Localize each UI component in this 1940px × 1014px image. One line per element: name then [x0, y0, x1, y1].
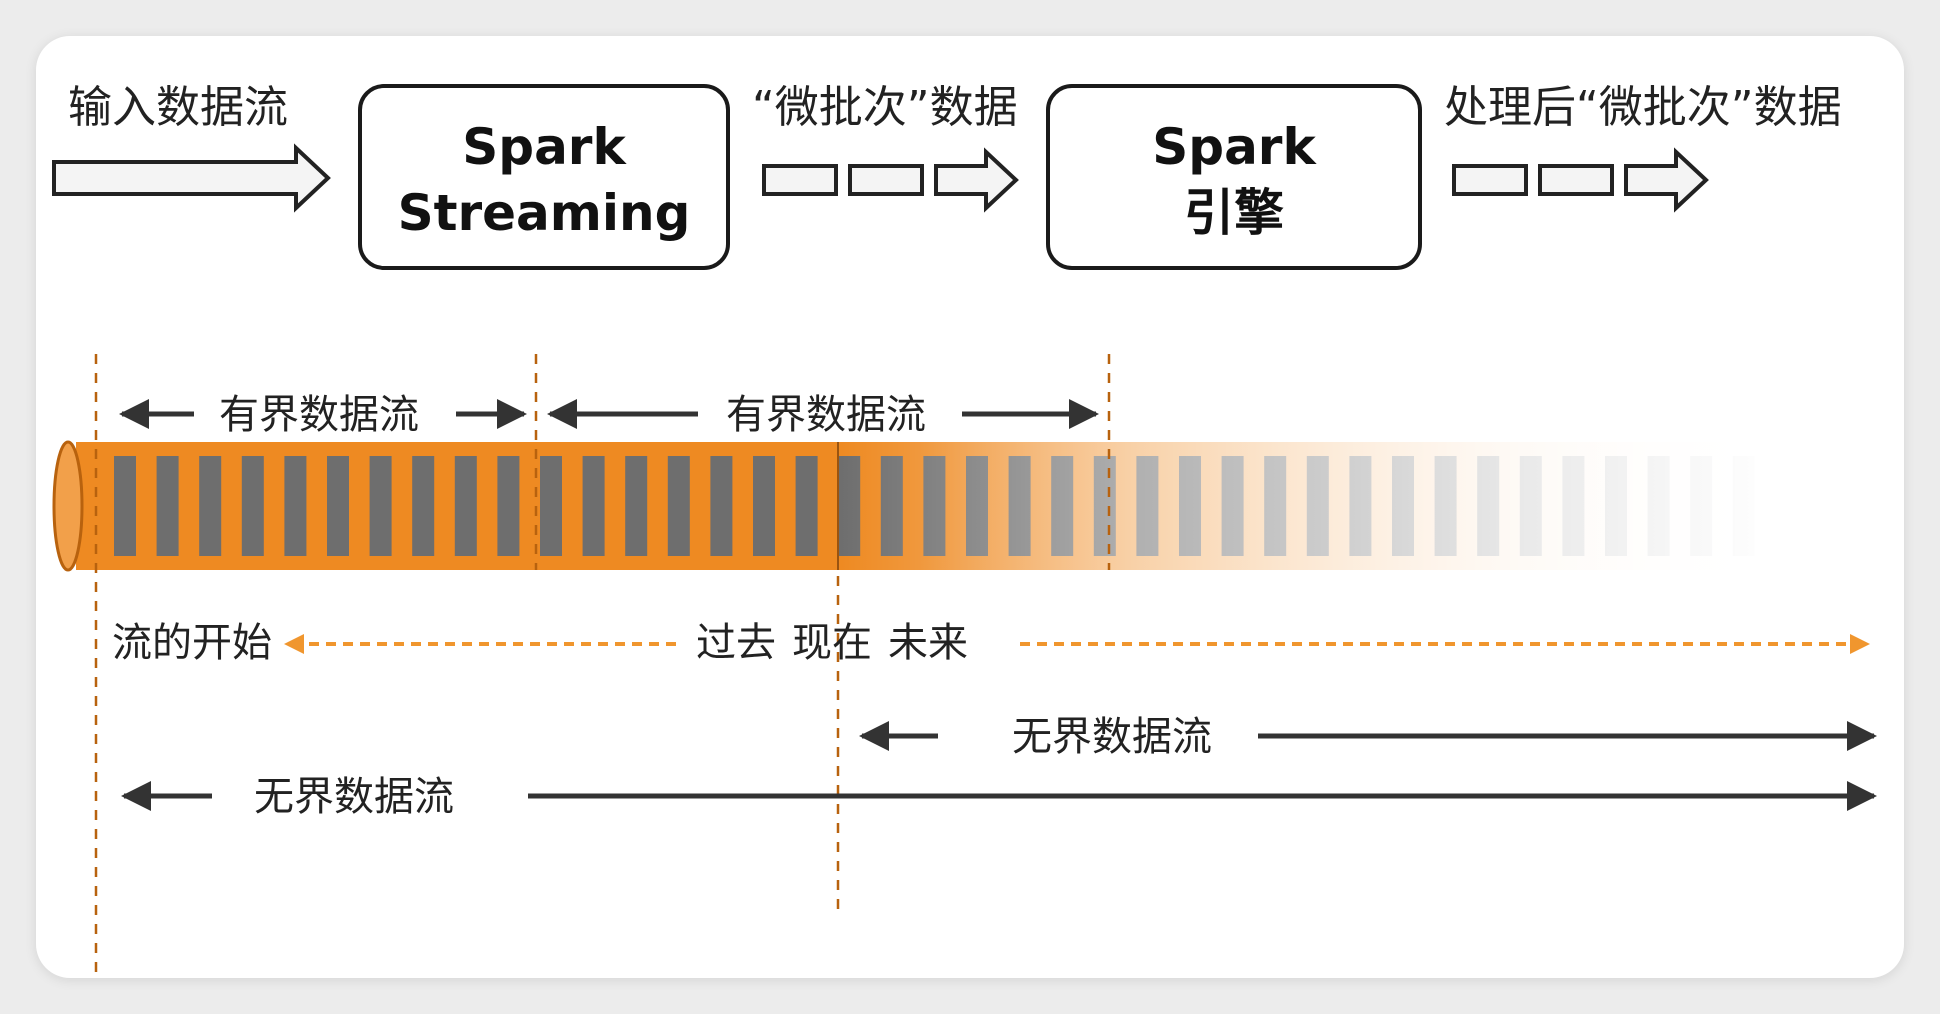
spark-streaming-diagram: 输入数据流 Spark Streaming “微批次”数据 Spark 引擎 处…: [52, 82, 1877, 976]
unbounded-stream-now-label: 无界数据流: [1012, 714, 1212, 760]
bounded-stream-1-label: 有界数据流: [219, 392, 419, 438]
unbounded-stream-start-label: 无界数据流: [254, 774, 454, 820]
time-markers: [94, 354, 1111, 976]
processed-batch-arrow-icon: [1624, 147, 1709, 213]
input-stream-label: 输入数据流: [68, 82, 288, 133]
tube-fade-overlay: [76, 436, 1776, 576]
past-label: 过去: [696, 620, 776, 666]
micro-batch-arrow-icon: [934, 147, 1019, 213]
spark-engine-box: [1046, 84, 1422, 270]
diagram-card: 输入数据流 Spark Streaming “微批次”数据 Spark 引擎 处…: [36, 36, 1904, 978]
tube-end-cap: [52, 440, 84, 572]
spark-engine-label-line1: Spark: [1152, 118, 1317, 176]
future-label: 未来: [888, 620, 968, 666]
micro-batch-block-2: [848, 164, 924, 196]
micro-batch-label: “微批次”数据: [752, 82, 1018, 133]
input-block-arrow-icon: [52, 143, 331, 213]
spark-engine-label-line2: 引擎: [1184, 184, 1284, 242]
spark-streaming-label-line2: Streaming: [398, 184, 691, 242]
processed-batch-block-2: [1538, 164, 1614, 196]
spark-streaming-label-line1: Spark: [462, 118, 627, 176]
processed-micro-batch-label: 处理后“微批次”数据: [1444, 82, 1842, 133]
stream-tube: [52, 436, 1776, 576]
now-label: 现在: [792, 620, 872, 666]
processed-batch-block-1: [1452, 164, 1528, 196]
stream-start-label: 流的开始: [112, 620, 272, 666]
spark-streaming-box: [358, 84, 730, 270]
bounded-stream-2-label: 有界数据流: [726, 392, 926, 438]
micro-batch-block-1: [762, 164, 838, 196]
